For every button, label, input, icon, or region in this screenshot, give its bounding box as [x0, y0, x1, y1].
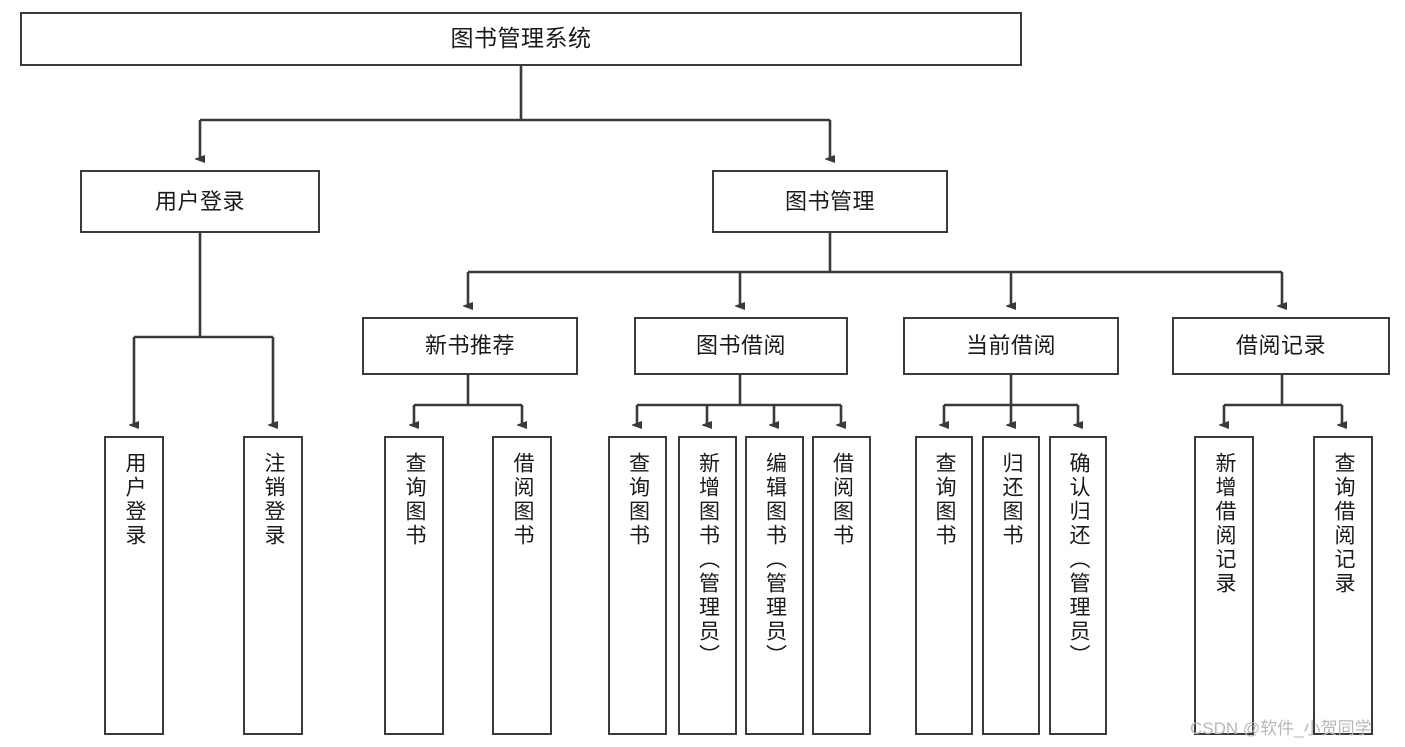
node-label: 查询图书: [403, 452, 427, 548]
node-label: 注销登录: [262, 452, 286, 548]
leaf-borrow-query-book[interactable]: 查询图书: [608, 436, 667, 735]
node-label: 借阅图书: [511, 452, 535, 548]
node-label: 用户登录: [123, 452, 147, 548]
leaf-current-confirm-return[interactable]: 确认归还（管理员）: [1049, 436, 1107, 735]
node-user-login[interactable]: 用户登录: [80, 170, 320, 233]
leaf-borrow-edit-book[interactable]: 编辑图书（管理员）: [745, 436, 804, 735]
node-current-borrow[interactable]: 当前借阅: [903, 317, 1119, 375]
node-book-management[interactable]: 图书管理: [712, 170, 948, 233]
leaf-user-login-logout[interactable]: 注销登录: [243, 436, 303, 735]
node-label: 查询图书: [933, 452, 957, 548]
node-label: 归还图书: [1000, 452, 1024, 548]
node-label: 借阅记录: [1235, 333, 1326, 359]
node-label: 图书管理系统: [450, 25, 592, 52]
node-label: 借阅图书: [830, 452, 854, 548]
node-label: 图书借阅: [695, 333, 786, 359]
node-label: 编辑图书（管理员）: [763, 452, 787, 668]
node-label: 确认归还（管理员）: [1067, 452, 1091, 668]
leaf-current-return-book[interactable]: 归还图书: [982, 436, 1040, 735]
node-label: 图书管理: [784, 188, 875, 214]
leaf-user-login-login[interactable]: 用户登录: [104, 436, 164, 735]
node-book-borrow[interactable]: 图书借阅: [634, 317, 848, 375]
node-label: 查询图书: [626, 452, 650, 548]
node-label: 当前借阅: [965, 333, 1056, 359]
leaf-borrow-add-book[interactable]: 新增图书（管理员）: [678, 436, 737, 735]
node-new-book-recommend[interactable]: 新书推荐: [362, 317, 578, 375]
leaf-current-query-book[interactable]: 查询图书: [915, 436, 973, 735]
leaf-borrow-borrow-book[interactable]: 借阅图书: [812, 436, 871, 735]
node-label: 新增图书（管理员）: [696, 452, 720, 668]
node-label: 用户登录: [154, 188, 245, 214]
node-root-system[interactable]: 图书管理系统: [20, 12, 1022, 66]
leaf-recommend-query-book[interactable]: 查询图书: [384, 436, 444, 735]
node-label: 新增借阅记录: [1213, 452, 1237, 596]
leaf-record-add-record[interactable]: 新增借阅记录: [1194, 436, 1254, 735]
csdn-watermark: CSDN @软件_小贺同学: [1190, 719, 1372, 738]
node-label: 查询借阅记录: [1332, 452, 1356, 596]
leaf-recommend-borrow-book[interactable]: 借阅图书: [492, 436, 552, 735]
node-borrow-record[interactable]: 借阅记录: [1172, 317, 1390, 375]
node-label: 新书推荐: [424, 333, 515, 359]
leaf-record-query-record[interactable]: 查询借阅记录: [1313, 436, 1373, 735]
